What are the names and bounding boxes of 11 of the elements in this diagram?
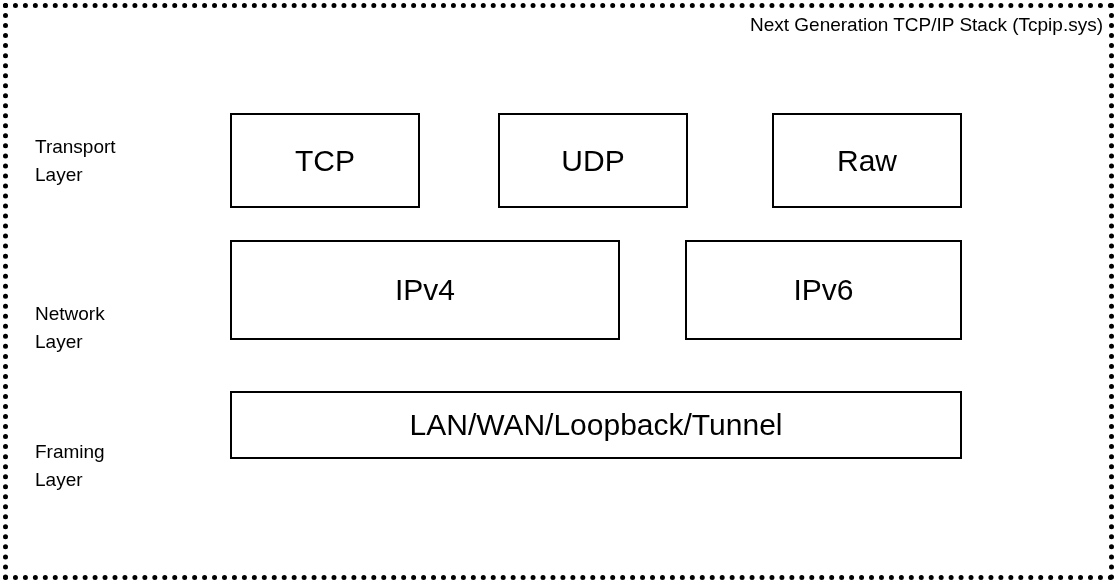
stack-frame [3,3,1114,580]
frame-title: Next Generation TCP/IP Stack (Tcpip.sys) [749,14,1103,36]
layer-label: Framing Layer [35,440,106,492]
protocol-box: TCP [230,113,420,208]
protocol-box: IPv4 [230,240,620,340]
protocol-box: LAN/WAN/Loopback/Tunnel [230,391,962,459]
layer-label: Transport Layer [35,135,117,187]
protocol-box: UDP [498,113,688,208]
protocol-box: Raw [772,113,962,208]
protocol-box: IPv6 [685,240,962,340]
layer-label: Network Layer [35,302,106,354]
